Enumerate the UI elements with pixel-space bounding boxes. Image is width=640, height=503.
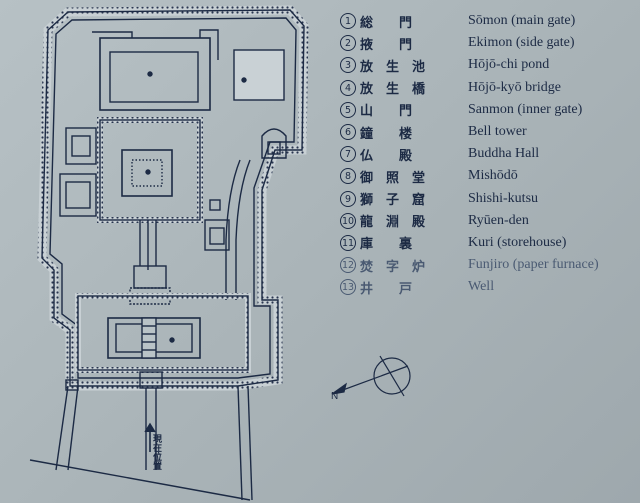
legend-english: Well (468, 279, 495, 295)
building-9-shishi-kutsu (59, 173, 97, 217)
gate-1-somon (139, 371, 163, 389)
building-11-kuri (233, 49, 285, 101)
building-13-well (261, 128, 287, 159)
compass-rose (331, 355, 411, 397)
legend-number: 10 (340, 212, 356, 229)
legend-number: 1 (340, 13, 356, 30)
legend-number: 13 (340, 279, 356, 296)
legend-japanese: 仏 殿 (360, 148, 413, 164)
building-8-mishodo (65, 127, 97, 165)
legend-number: 4 (340, 79, 356, 96)
gate-2-ekimon (65, 379, 79, 391)
legend-number: 12 (340, 257, 356, 274)
legend-english: Hōjō-chi pond (468, 57, 550, 73)
legend-english: Kuri (storehouse) (468, 234, 567, 250)
legend-japanese: 焚 字 炉 (360, 259, 426, 275)
legend-english: Mishōdō (468, 168, 518, 184)
legend-japanese: 龍 淵 殿 (360, 215, 426, 231)
legend-english: Sanmon (inner gate) (468, 101, 583, 117)
north-label: N (331, 391, 339, 402)
legend-number: 2 (340, 35, 356, 52)
building-12-funjiro (209, 199, 221, 211)
legend-japanese: 総 門 (360, 15, 413, 31)
legend-japanese: 放 生 橋 (360, 82, 426, 98)
legend-english: Funjiro (paper furnace) (468, 257, 599, 273)
legend-number: 5 (340, 101, 356, 118)
building-5-sanmon (133, 265, 167, 289)
current-position-label: 現在位置 (151, 434, 161, 470)
legend-english: Sōmon (main gate) (468, 13, 576, 29)
legend-japanese: 放 生 池 (360, 59, 426, 75)
legend-english: Hōjō-kyō bridge (468, 79, 561, 95)
legend-english: Ryūen-den (468, 212, 529, 228)
legend-japanese: 山 門 (360, 104, 413, 120)
legend-japanese: 獅 子 窟 (360, 193, 426, 209)
legend-number: 3 (340, 57, 356, 74)
legend-japanese: 井 戸 (360, 281, 413, 297)
legend-japanese: 掖 門 (360, 37, 413, 53)
bridge-4-hojo-kyo (141, 317, 157, 359)
inner-courtyard (97, 117, 203, 223)
legend-japanese: 鐘 楼 (360, 126, 413, 142)
building-6-bell-tower (204, 219, 230, 251)
legend-number: 9 (340, 190, 356, 207)
legend-english: Buddha Hall (468, 146, 540, 162)
compass-circle (373, 357, 411, 395)
legend-number: 11 (340, 234, 356, 251)
building-7-buddha-hall (121, 149, 173, 197)
temple-site-plan (29, 5, 309, 501)
building-10-ryuen-den (99, 37, 211, 111)
legend-number: 8 (340, 168, 356, 185)
legend-japanese: 庫 裏 (360, 237, 413, 253)
legend-english: Shishi-kutsu (468, 190, 539, 206)
legend-english: Bell tower (468, 124, 527, 140)
legend-number: 7 (340, 146, 356, 163)
lower-court (75, 293, 251, 373)
legend-japanese: 御 照 堂 (360, 170, 426, 186)
legend-number: 6 (340, 124, 356, 141)
legend-english: Ekimon (side gate) (468, 35, 575, 51)
